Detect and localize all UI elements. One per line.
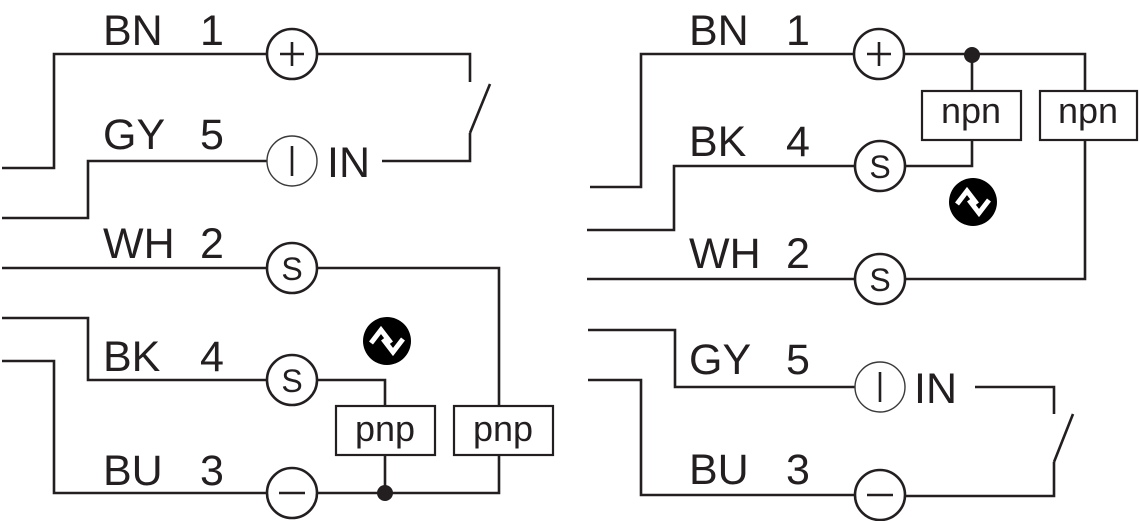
label-pin-3: 3 [786,446,810,494]
label-bk: BK [103,333,161,381]
terminal-signal-bk: S [265,353,319,407]
output-box-npn-2: npn [1038,89,1139,142]
terminal-input [266,135,318,187]
wire-switch-supply [316,52,472,82]
wire-bu-common [316,455,501,495]
junction-dot [964,47,980,63]
label-pin-2: 2 [786,230,810,278]
terminal-plus [265,27,319,81]
label-bk: BK [689,118,747,166]
wire-bk [587,164,856,232]
wire-switch-in [975,385,1056,414]
pnp-wiring-diagram: BN 1 GY 5 WH 2 BK 4 BU 3 IN S S [2,7,555,520]
wire-bu [2,359,268,495]
switch-contact [1052,413,1075,463]
wire-switch-in [382,133,472,163]
label-pin-4: 4 [200,333,224,381]
svg-text:npn: npn [1058,90,1118,131]
label-pin-5: 5 [200,111,224,159]
junction-dot [377,485,393,501]
svg-text:S: S [869,149,890,185]
wire-bk [2,316,268,382]
label-wh: WH [103,220,175,268]
output-box-npn-1: npn [920,89,1023,142]
wire-bn [590,52,855,189]
npn-wiring-diagram: BN 1 BK 4 WH 2 GY 5 BU 3 S S IN [587,7,1139,521]
svg-text:S: S [281,251,302,287]
switch-contact [468,83,492,134]
label-bu: BU [689,446,749,494]
label-pin-1: 1 [786,7,810,55]
switching-function-icon [363,317,411,365]
svg-text:pnp: pnp [473,408,533,449]
label-gy: GY [689,336,751,384]
terminal-minus [853,468,907,521]
terminal-input [854,361,906,413]
label-pin-4: 4 [786,118,810,166]
wire-bn [2,52,268,170]
label-bn: BN [103,7,163,55]
label-pin-2: 2 [200,220,224,268]
label-in: IN [327,139,370,187]
terminal-signal-wh: S [853,252,907,306]
label-bn: BN [689,7,749,55]
label-in: IN [914,365,957,413]
wire-gy [2,159,268,220]
wire-gy [588,328,856,389]
terminal-signal-wh: S [265,241,319,295]
terminal-plus [852,27,906,81]
wire-wh-out [904,140,1087,281]
switching-function-icon [949,178,997,226]
wire-bk-out [316,378,387,406]
label-gy: GY [103,111,165,159]
label-pin-3: 3 [200,447,224,495]
label-pin-1: 1 [200,7,224,55]
label-pin-5: 5 [786,336,810,384]
output-box-pnp-1: pnp [334,404,437,457]
wire-bk-out [904,140,974,168]
svg-text:pnp: pnp [355,408,415,449]
wire-bu [588,378,856,497]
label-wh: WH [689,230,761,278]
wire-wh-out [316,266,501,406]
output-box-pnp-2: pnp [452,404,555,457]
label-bu: BU [103,447,163,495]
terminal-minus [265,466,319,520]
svg-text:S: S [869,262,890,298]
svg-text:S: S [281,363,302,399]
terminal-signal-bk: S [853,139,907,193]
svg-text:npn: npn [941,90,1001,131]
wire-bn-common [903,52,1087,91]
wire-switch-return [904,462,1056,498]
